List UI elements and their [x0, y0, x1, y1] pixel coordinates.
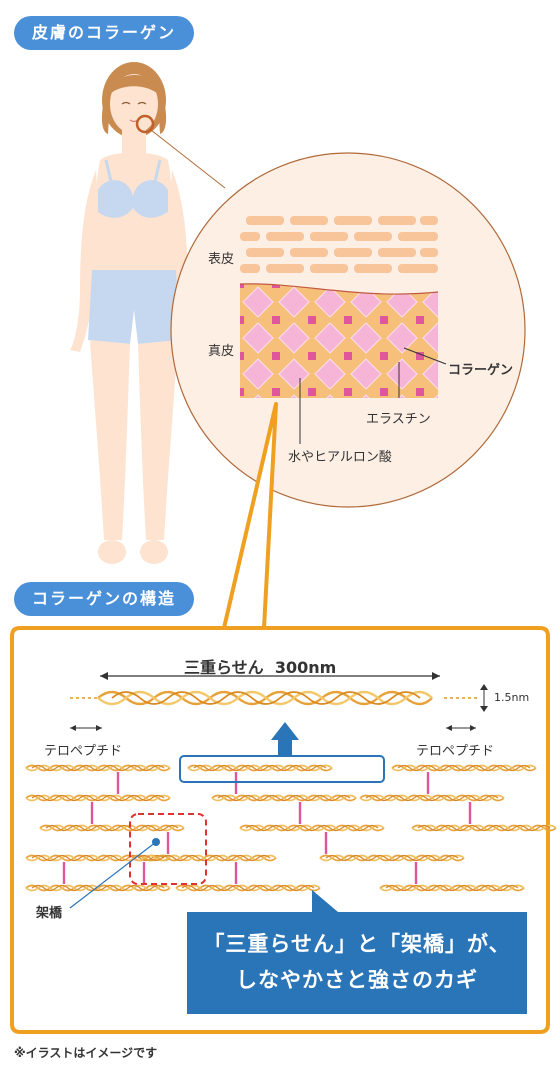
label-epidermis: 表皮 [208, 252, 235, 267]
length-text: 300nm [274, 658, 337, 677]
zoom-target-ring [135, 114, 155, 134]
dermis-layer [239, 283, 439, 398]
illustration-note: ※イラストはイメージです [14, 1046, 158, 1060]
crosslink-pointer [69, 841, 157, 909]
zoom-connector-line [150, 129, 226, 189]
label-telopeptide-right: テロペプチド [416, 744, 495, 759]
collagen-pointer [403, 347, 447, 365]
label-dermis: 真皮 [208, 344, 235, 359]
label-triple-helix: 三重らせん 300nm [184, 654, 336, 678]
label-elastin: エラスチン [366, 412, 431, 427]
label-collagen: コラーゲン [448, 363, 514, 378]
epidermis-layer [240, 216, 438, 273]
section-title-skin-collagen: 皮膚のコラーゲン [14, 16, 195, 50]
section-title-collagen-structure: コラーゲンの構造 [14, 582, 195, 616]
callout-line-1: 「三重らせん」と「架橋」が、 [203, 932, 511, 956]
callout-line-2: しなやかさと強さのカギ [236, 968, 478, 992]
length-arrow [100, 672, 440, 680]
key-message-callout: 「三重らせん」と「架橋」が、 しなやかさと強さのカギ [187, 912, 527, 1014]
woman-figure [70, 62, 198, 564]
magnify-up-arrow [271, 722, 299, 756]
triple-helix-text: 三重らせん [184, 658, 264, 677]
label-telopeptide-left: テロペプチド [44, 744, 123, 759]
label-crosslink: 架橋 [36, 906, 63, 921]
label-diameter: 1.5nm [494, 691, 530, 704]
crosslink-highlight-box [129, 813, 207, 885]
structure-frame [10, 402, 550, 1034]
helix-highlight-box [179, 755, 385, 783]
diameter-arrow [480, 684, 488, 712]
label-water-hyaluronic: 水やヒアルロン酸 [288, 450, 392, 465]
telopeptide-arrows [70, 725, 476, 731]
callout-notch [312, 890, 338, 912]
triple-helix-large [70, 690, 478, 706]
